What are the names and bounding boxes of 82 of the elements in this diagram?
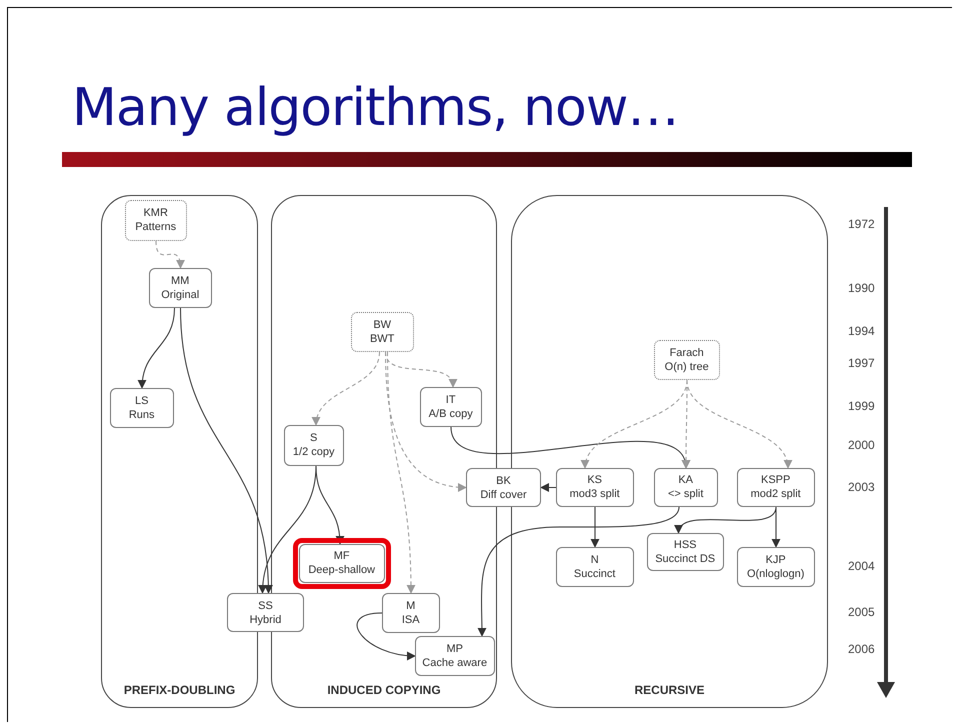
arrow <box>686 380 791 469</box>
algorithm-name: MM <box>171 274 190 288</box>
arrow <box>316 466 344 545</box>
algorithm-name: N <box>590 552 599 567</box>
algorithm-name: KMR <box>143 206 168 220</box>
panel-title: RECURSIVE <box>633 683 706 697</box>
year-label: 2005 <box>848 605 875 619</box>
algorithm-description: Runs <box>128 408 155 422</box>
algorithm-name: S <box>310 431 318 446</box>
year-label: 1994 <box>848 324 875 338</box>
algorithm-description: A/B copy <box>428 406 473 421</box>
algorithm-box <box>736 468 815 507</box>
algorithm-box <box>654 468 718 507</box>
algorithm-name: MP <box>446 642 463 656</box>
algorithm-box <box>148 268 212 308</box>
algorithm-box <box>227 593 304 632</box>
slide-title: Many algorithms, now… <box>72 78 678 138</box>
year-label: 1999 <box>848 399 875 413</box>
algorithm-name: LS <box>134 394 148 408</box>
arrow <box>180 308 273 594</box>
year-label: 2004 <box>848 559 875 573</box>
year-label: 1972 <box>848 217 875 231</box>
algorithm-name: KSPP <box>761 473 790 488</box>
algorithm-description: Patterns <box>135 220 176 234</box>
arrow <box>590 506 600 548</box>
algorithm-description: Deep-shallow <box>308 563 376 578</box>
arrow <box>312 352 380 426</box>
arrow <box>540 483 556 492</box>
algorithm-box <box>284 424 344 466</box>
algorithm-box <box>556 468 634 507</box>
algorithm-box <box>414 636 495 676</box>
algorithm-name: IT <box>446 392 456 407</box>
panel-title: INDUCED COPYING <box>326 683 442 697</box>
algorithm-name: KS <box>587 473 602 488</box>
year-label: 1990 <box>848 281 875 295</box>
algorithm-description: mod3 split <box>570 487 620 502</box>
arrow <box>356 612 416 660</box>
algorithm-box <box>350 312 414 352</box>
algorithm-box <box>110 388 174 428</box>
algorithm-description: mod2 split <box>750 487 801 502</box>
arrow <box>676 506 776 534</box>
year-label: 2003 <box>848 480 875 494</box>
arrow <box>385 352 467 492</box>
algorithm-description: 1/2 copy <box>292 445 334 460</box>
year-label: 1997 <box>848 356 875 370</box>
algorithm-description: ISA <box>402 612 420 627</box>
algorithm-name: SS <box>258 598 273 612</box>
algorithm-name: KA <box>678 473 694 488</box>
algorithm-name: BK <box>496 474 511 488</box>
year-label: 2006 <box>848 642 875 656</box>
year-label: 2000 <box>848 438 875 452</box>
algorithm-box <box>556 546 634 587</box>
algorithm-description: BWT <box>370 332 394 346</box>
algorithm-description: <> split <box>668 487 704 502</box>
panel-title: PREFIX-DOUBLING <box>122 683 236 697</box>
algorithm-box <box>654 340 720 380</box>
algorithm-box <box>382 592 440 633</box>
algorithm-box <box>646 532 724 571</box>
arrow <box>477 506 680 637</box>
algorithm-description: Succinct <box>574 566 616 581</box>
algorithm-name: MF <box>334 549 350 564</box>
algorithm-description: O(n) tree <box>664 360 709 374</box>
arrow <box>387 352 416 594</box>
algorithm-name: HSS <box>674 538 696 552</box>
algorithm-description: Hybrid <box>250 612 282 626</box>
algorithm-description: Cache aware <box>422 656 488 670</box>
algorithm-description: Original <box>161 288 200 302</box>
arrow <box>772 506 780 548</box>
arrow <box>156 240 184 269</box>
algorithm-name: KJP <box>766 552 786 567</box>
algorithm-box <box>466 468 541 507</box>
algorithm-box <box>298 544 385 583</box>
algorithm-description: Succinct DS <box>655 552 716 566</box>
algorithm-name: M <box>406 598 416 613</box>
arrow <box>138 308 175 389</box>
algorithm-name: BW <box>373 318 392 332</box>
algorithm-box <box>420 386 482 427</box>
algorithm-name: Farach <box>670 346 704 360</box>
algorithm-box <box>736 546 815 587</box>
algorithm-description: O(nloglogn) <box>746 566 804 581</box>
algorithm-description: Diff cover <box>480 488 527 502</box>
algorithm-box <box>124 200 187 241</box>
